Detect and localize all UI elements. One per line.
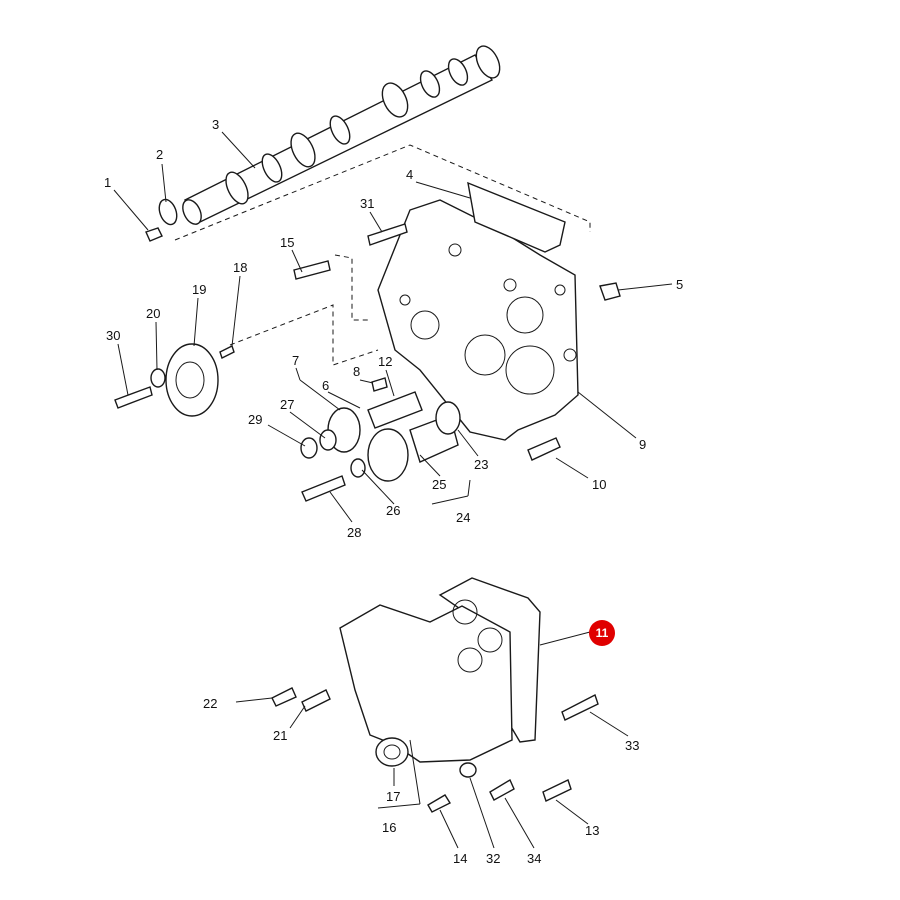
highlight-marker (589, 620, 615, 646)
callout-9: 9 (639, 437, 646, 452)
callout-1: 1 (104, 175, 111, 190)
bolt (271, 687, 599, 813)
callout-30: 30 (106, 328, 120, 343)
timing-gear-housing (377, 199, 579, 441)
bolt (114, 386, 153, 409)
dowel (371, 377, 388, 392)
callout-31: 31 (360, 196, 374, 211)
callout-22: 22 (203, 696, 217, 711)
thrust-plate (158, 198, 178, 226)
thrust-washer (150, 368, 166, 388)
thrust-plate (350, 458, 366, 478)
oil-seal (375, 737, 409, 767)
callout-13: 13 (585, 823, 599, 838)
callout-2: 2 (156, 147, 163, 162)
callout-17: 17 (386, 789, 400, 804)
callout-20: 20 (146, 306, 160, 321)
callout-8: 8 (353, 364, 360, 379)
bolt (301, 475, 346, 502)
plug (599, 282, 621, 301)
callout-27: 27 (280, 397, 294, 412)
front-cover (339, 599, 513, 763)
callout-25: 25 (432, 477, 446, 492)
woodruff-key (145, 227, 163, 242)
callout-7: 7 (292, 353, 299, 368)
callout-32: 32 (486, 851, 500, 866)
callout-10: 10 (592, 477, 606, 492)
callout-12: 12 (378, 354, 392, 369)
callout-24: 24 (456, 510, 470, 525)
pin (219, 345, 235, 359)
callout-23: 23 (474, 457, 488, 472)
callout-14: 14 (453, 851, 467, 866)
callout-5: 5 (676, 277, 683, 292)
housing-gasket (467, 181, 566, 253)
highlighted-callout-11[interactable]: 11 (589, 620, 615, 646)
callout-16: 16 (382, 820, 396, 835)
bolt (293, 223, 561, 461)
nut (459, 762, 477, 778)
callout-21: 21 (273, 728, 287, 743)
callout-15: 15 (280, 235, 294, 250)
callout-26: 26 (386, 503, 400, 518)
callout-6: 6 (322, 378, 329, 393)
callout-18: 18 (233, 260, 247, 275)
idler-shaft (367, 391, 461, 463)
callout-28: 28 (347, 525, 361, 540)
leader-lines (113, 131, 673, 849)
callout-11: 11 (596, 626, 609, 640)
callout-3: 3 (212, 117, 219, 132)
callout-34: 34 (527, 851, 541, 866)
callout-19: 19 (192, 282, 206, 297)
callout-29: 29 (248, 412, 262, 427)
callout-4: 4 (406, 167, 413, 182)
callout-labels: 1 2 3 4 5 6 7 8 9 10 12 13 14 15 16 17 1… (104, 117, 683, 866)
camshaft-gear (165, 343, 219, 417)
washer (300, 429, 337, 459)
callout-33: 33 (625, 738, 639, 753)
camshaft (182, 45, 501, 225)
